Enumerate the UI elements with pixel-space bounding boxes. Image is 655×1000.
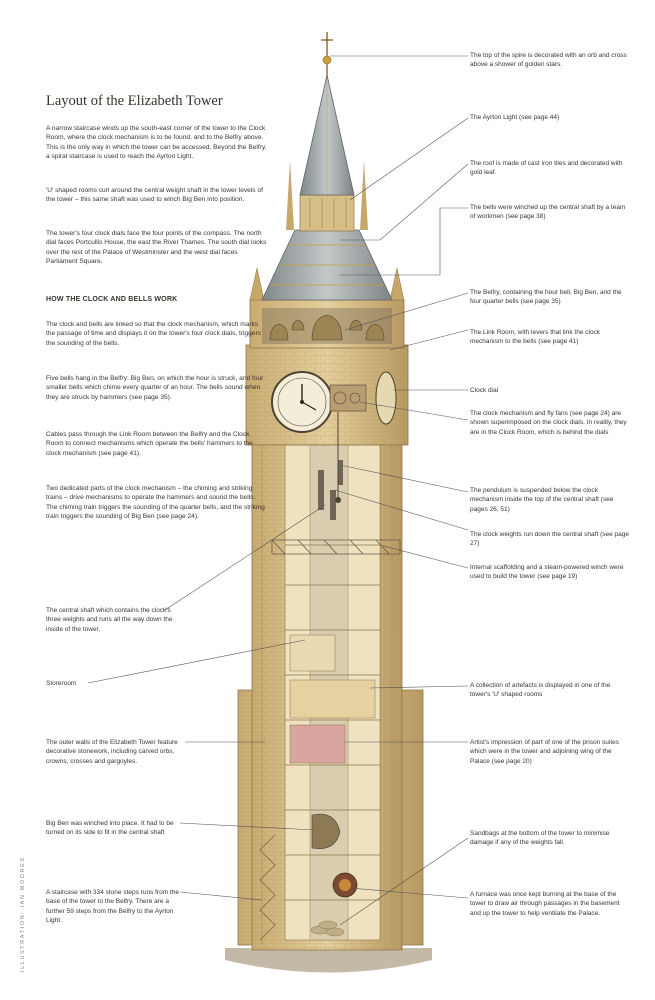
callout-staircase: A staircase with 334 stone steps runs fr…: [46, 889, 179, 925]
callout-roof: The roof is made of cast iron tiles and …: [470, 160, 623, 177]
intro-paragraph-staircase: A narrow staircase winds up the south-ea…: [46, 125, 267, 161]
page-title: Layout of the Elizabeth Tower: [46, 93, 223, 109]
callout-pendulum: The pendulum is suspended below the cloc…: [470, 487, 614, 513]
clock-paragraph-linked: The clock and bells are linked so that t…: [46, 321, 261, 347]
storeroom: [289, 634, 336, 672]
callout-outer-walls: The outer walls of the Elizabeth Tower f…: [46, 739, 178, 765]
clock-weights: [318, 460, 343, 520]
clock-paragraph-bells: Five bells hang in the Belfry: Big Ben, …: [46, 375, 264, 401]
tower-shaft: [251, 439, 403, 951]
callout-prison-suite: Artist's impression of part of one of th…: [470, 739, 620, 765]
internal-scaffolding: [271, 539, 401, 555]
prison-suite-room: [289, 724, 346, 764]
callout-artefacts: A collection of artefacts is displayed i…: [470, 682, 611, 699]
callout-storeroom: Storeroom: [46, 680, 77, 687]
side-clock-dial-icon: [375, 371, 397, 425]
intro-paragraph-u-rooms: 'U' shaped rooms curl around the central…: [46, 187, 263, 204]
intro-paragraph-dials: The tower's four clock dials face the fo…: [46, 230, 267, 266]
orb-and-cross-icon: [321, 32, 333, 78]
stone-staircase: [259, 834, 276, 941]
callout-big-ben-winched: Big Ben was winched into place. It had t…: [46, 820, 174, 837]
callout-clock-weights: The clock weights run down the central s…: [470, 531, 629, 548]
callout-central-shaft: The central shaft which contains the clo…: [46, 607, 173, 633]
belfry: [249, 267, 405, 349]
clock-mechanism-icon: [329, 384, 367, 412]
clock-stage: [245, 344, 409, 503]
furnace: [332, 872, 358, 898]
clock-paragraph-trains: Two dedicated parts of the clock mechani…: [46, 485, 265, 521]
callout-link-room: The Link Room, with levers that link the…: [470, 329, 601, 346]
clock-dial-icon: [271, 371, 333, 433]
artefact-room: [289, 679, 376, 719]
illustration-credit: ILLUSTRATION: IAN MOORES: [20, 856, 26, 972]
callout-furnace: A furnace was once kept burning at the b…: [470, 891, 620, 917]
bell-icon: [269, 314, 385, 341]
section-heading: HOW THE CLOCK AND BELLS WORK: [46, 296, 178, 303]
clock-paragraph-cables: Cables pass through the Link Room betwee…: [46, 431, 253, 457]
callout-bells-winched: The bells were winched up the central sh…: [470, 204, 626, 221]
callout-sandbags: Sandbags at the bottom of the tower to m…: [470, 830, 610, 847]
callout-clock-mechanism: The clock mechanism and fly fans (see pa…: [470, 410, 627, 436]
big-ben-sideways: [311, 813, 341, 849]
leader-lines: [87, 55, 469, 926]
callout-ayrton-light: The Ayrton Light (see page 44): [470, 114, 560, 121]
callout-scaffolding: Internal scaffolding and a steam-powered…: [470, 564, 624, 581]
spire-roof: [261, 74, 393, 301]
callout-spire-top: The top of the spire is decorated with a…: [470, 52, 627, 69]
callout-belfry: The Belfry, containing the hour bell, Bi…: [470, 289, 622, 306]
sandbags: [310, 920, 345, 937]
callout-clock-dial: Clock dial: [470, 387, 499, 394]
